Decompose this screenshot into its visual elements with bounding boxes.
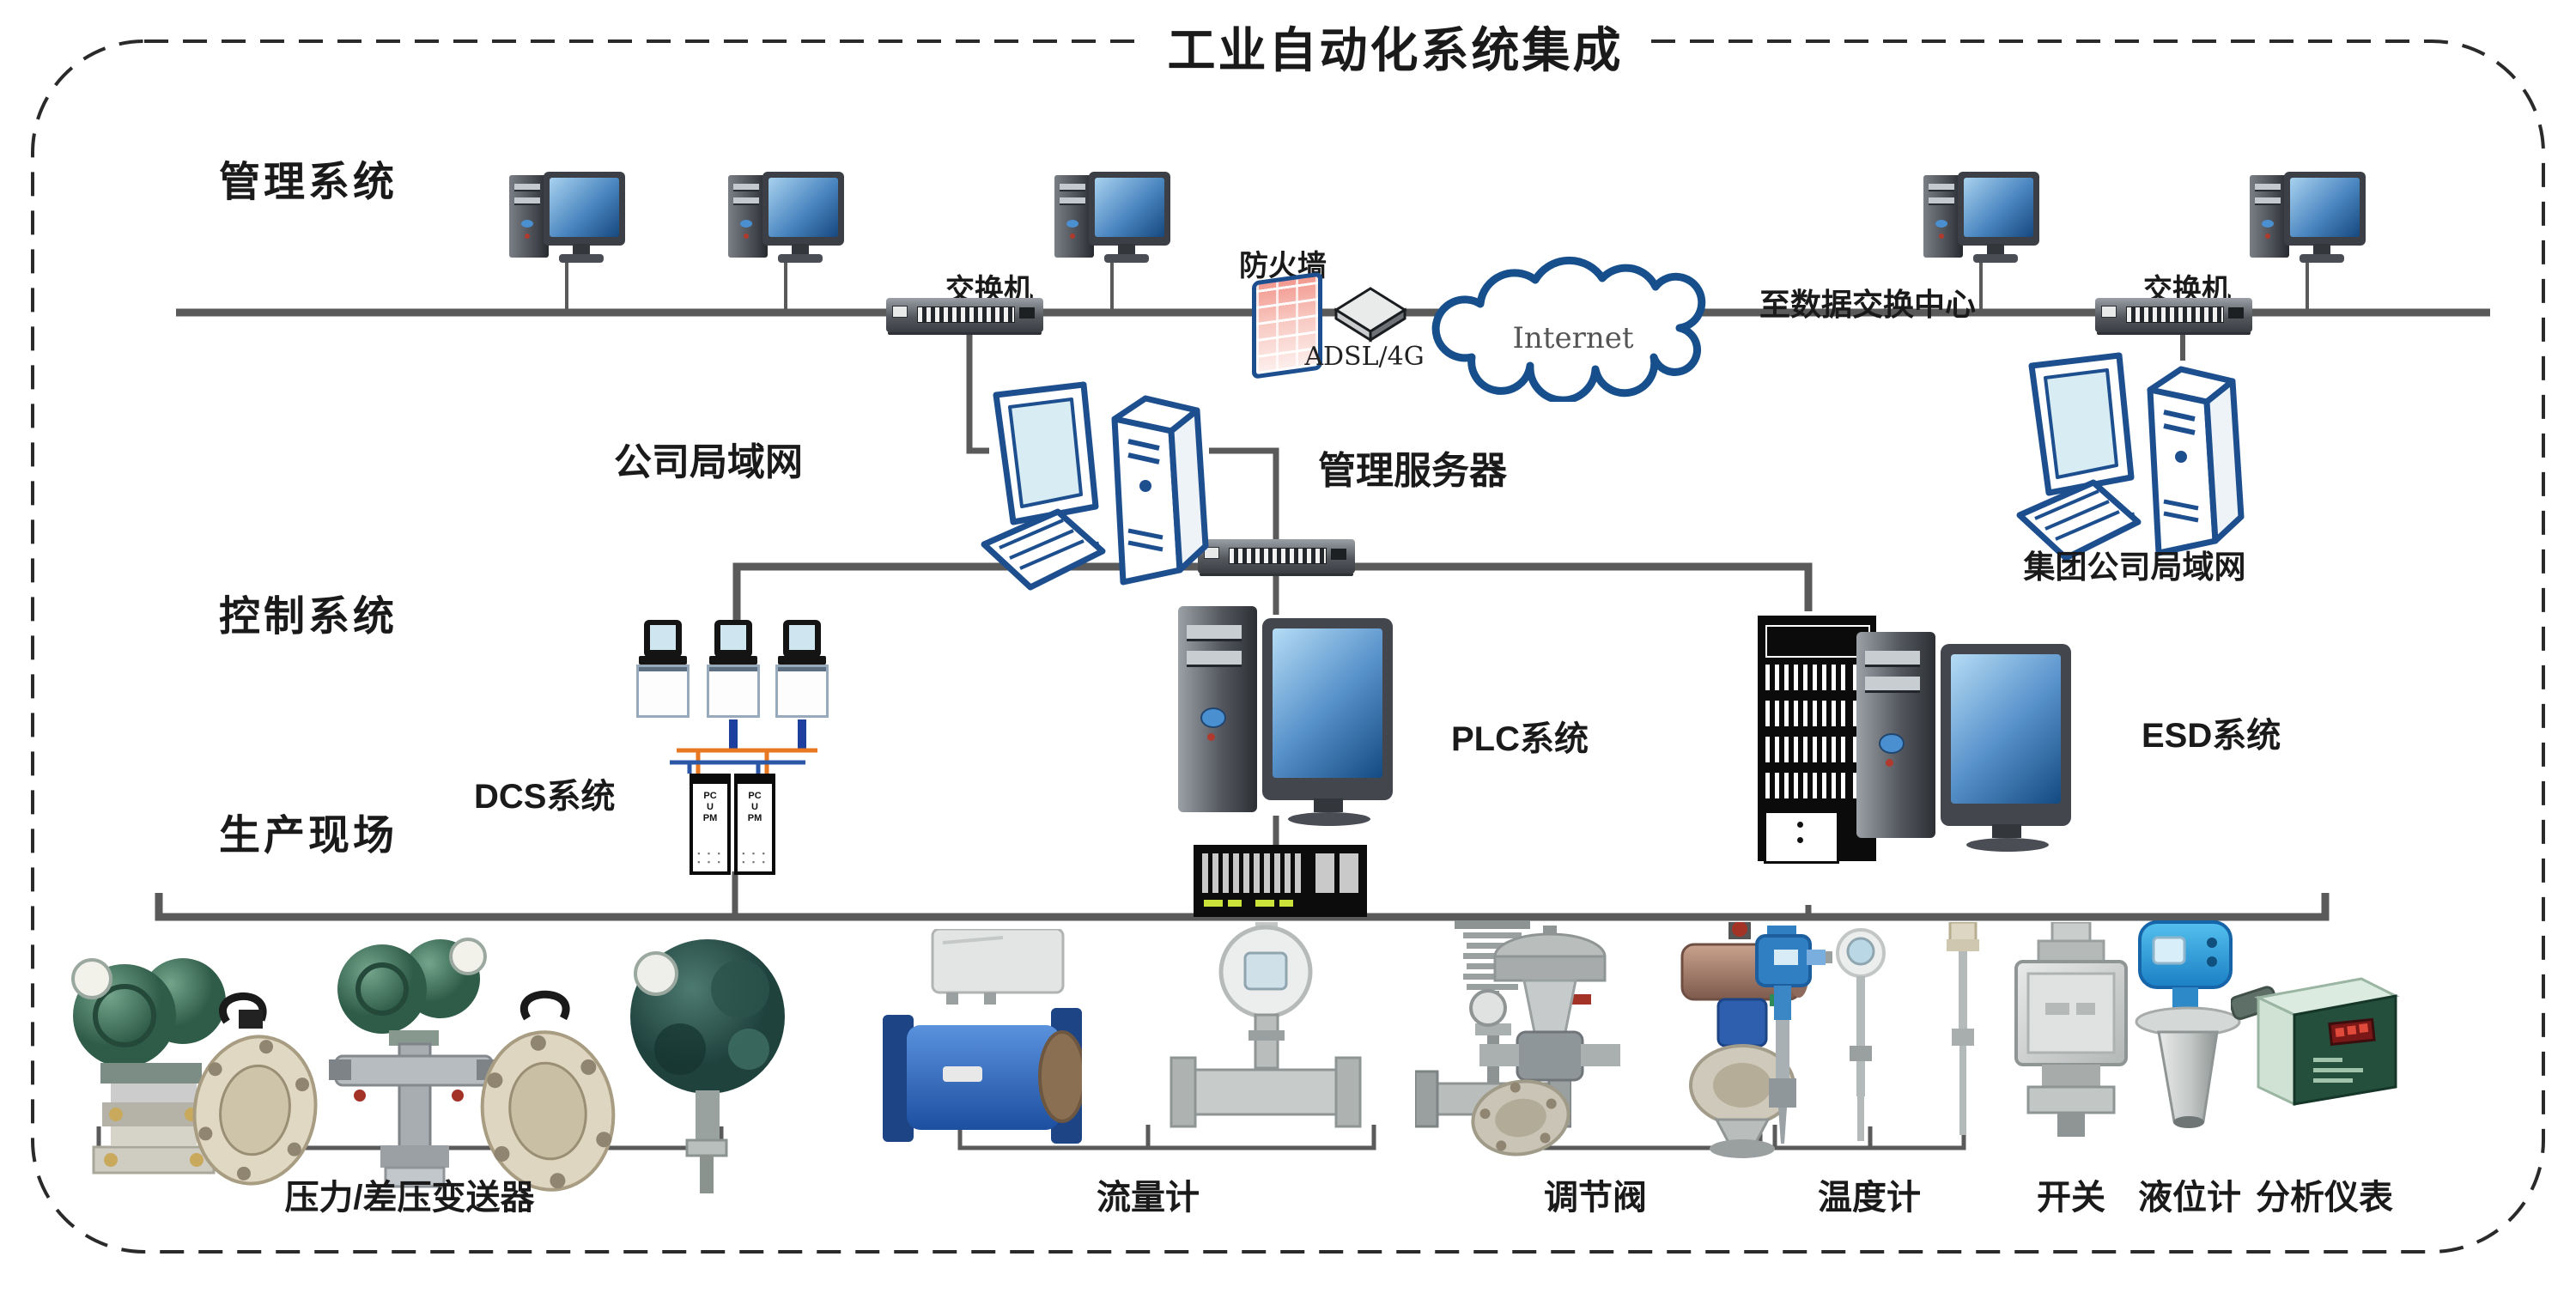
pressure-transmitter-icon xyxy=(71,958,226,1175)
thermowell-sensor-head-icon xyxy=(1836,928,1886,1141)
mottled-transmitter-icon xyxy=(630,939,785,1193)
internet-cloud: Internet xyxy=(1419,247,1728,402)
desktop-computer-icon xyxy=(2250,172,2366,264)
workstation-icon xyxy=(981,381,1209,591)
network-switch-left xyxy=(886,298,1043,332)
diagram-title: 工业自动化系统集成 xyxy=(1145,12,1646,82)
switch-led xyxy=(1331,549,1346,560)
desktop-computer-icon xyxy=(1054,172,1170,264)
bus-field xyxy=(155,893,2330,921)
computer-monitor xyxy=(1089,172,1170,246)
network-switch-management xyxy=(1198,539,1355,574)
dcs-system-label: DCS系统 xyxy=(474,778,616,816)
computer-monitor xyxy=(544,172,625,246)
esd-system-label: ESD系统 xyxy=(2142,717,2281,755)
temperature-group-label: 温度计 xyxy=(1818,1179,1921,1217)
bracket-flow xyxy=(957,1125,1376,1150)
switch-chip xyxy=(1204,547,1219,559)
computer-tower xyxy=(509,175,549,258)
thermowell-probe-icon xyxy=(1947,922,1979,1135)
workstation-icon xyxy=(2016,352,2245,562)
switch-instrument-label: 开关 xyxy=(2037,1179,2105,1217)
section-label-control: 控制系统 xyxy=(219,594,398,640)
electromagnetic-flowmeter-icon xyxy=(883,929,1082,1144)
computer-tower xyxy=(2250,175,2289,258)
internet-label: Internet xyxy=(1512,321,1634,355)
valve-group-label: 调节阀 xyxy=(1544,1179,1647,1217)
flange-seal2-icon xyxy=(480,990,616,1192)
management-server-workstation xyxy=(981,376,1211,592)
vortex-flowmeter-icon xyxy=(1170,922,1362,1128)
computer-monitor xyxy=(2284,172,2366,246)
switch-chip xyxy=(2101,306,2117,318)
section-label-field: 生产现场 xyxy=(219,813,398,859)
dcs-operator-station-1 xyxy=(635,620,690,721)
plc-system-label: PLC系统 xyxy=(1451,720,1589,758)
esd-engineering-computer xyxy=(1856,632,2071,855)
dp-transmitter-manifold-icon xyxy=(329,938,499,1188)
switch-led xyxy=(2228,307,2244,319)
switch-led xyxy=(1019,307,1035,319)
adsl-label: ADSL/4G xyxy=(1304,342,1425,372)
pressure-switch-icon xyxy=(2014,922,2128,1137)
plc-rack xyxy=(1194,845,1367,917)
section-label-management: 管理系统 xyxy=(219,160,398,205)
level-meter-label: 液位计 xyxy=(2138,1179,2241,1217)
flow-group-label: 流量计 xyxy=(1097,1179,1200,1217)
computer-tower xyxy=(728,175,768,258)
control-valve-globe-icon xyxy=(1469,926,1620,1156)
switch-ports xyxy=(917,307,1015,323)
desktop-computer-icon xyxy=(1923,172,2039,264)
analyzer-label: 分析仪表 xyxy=(2256,1179,2393,1217)
network-switch-right xyxy=(2095,298,2252,332)
computer-monitor xyxy=(762,172,844,246)
adsl-modem-icon xyxy=(1334,287,1407,343)
dcs-operator-station-3 xyxy=(775,620,829,721)
bracket-temperature xyxy=(1772,1125,1966,1150)
computer-tower xyxy=(1054,175,1094,258)
desktop-computer-icon xyxy=(728,172,844,264)
desktop-computer-icon xyxy=(509,172,625,264)
radar-level-meter-icon xyxy=(2135,920,2241,1128)
dcs-redundant-bus xyxy=(670,719,817,774)
plc-engineering-computer xyxy=(1178,606,1393,829)
computer-monitor xyxy=(1958,172,2039,246)
pressure-group-label: 压力/差压变送器 xyxy=(284,1179,535,1217)
switch-chip xyxy=(892,306,908,318)
to-data-center-label: 至数据交换中心 xyxy=(1759,287,1977,322)
switch-ports xyxy=(2126,307,2224,323)
flange-seal-icon xyxy=(192,992,318,1186)
switch-ports xyxy=(1229,548,1327,564)
dcs-operator-station-2 xyxy=(706,620,761,721)
group-lan-workstation xyxy=(2016,347,2246,563)
company-lan-label: 公司局域网 xyxy=(614,441,803,483)
computer-tower xyxy=(1923,175,1963,258)
temperature-transmitter-icon xyxy=(1755,926,1832,1144)
analyzer-instrument-icon xyxy=(2231,977,2400,1107)
group-lan-label: 集团公司局域网 xyxy=(2023,549,2246,585)
management-server-label: 管理服务器 xyxy=(1318,450,1507,492)
